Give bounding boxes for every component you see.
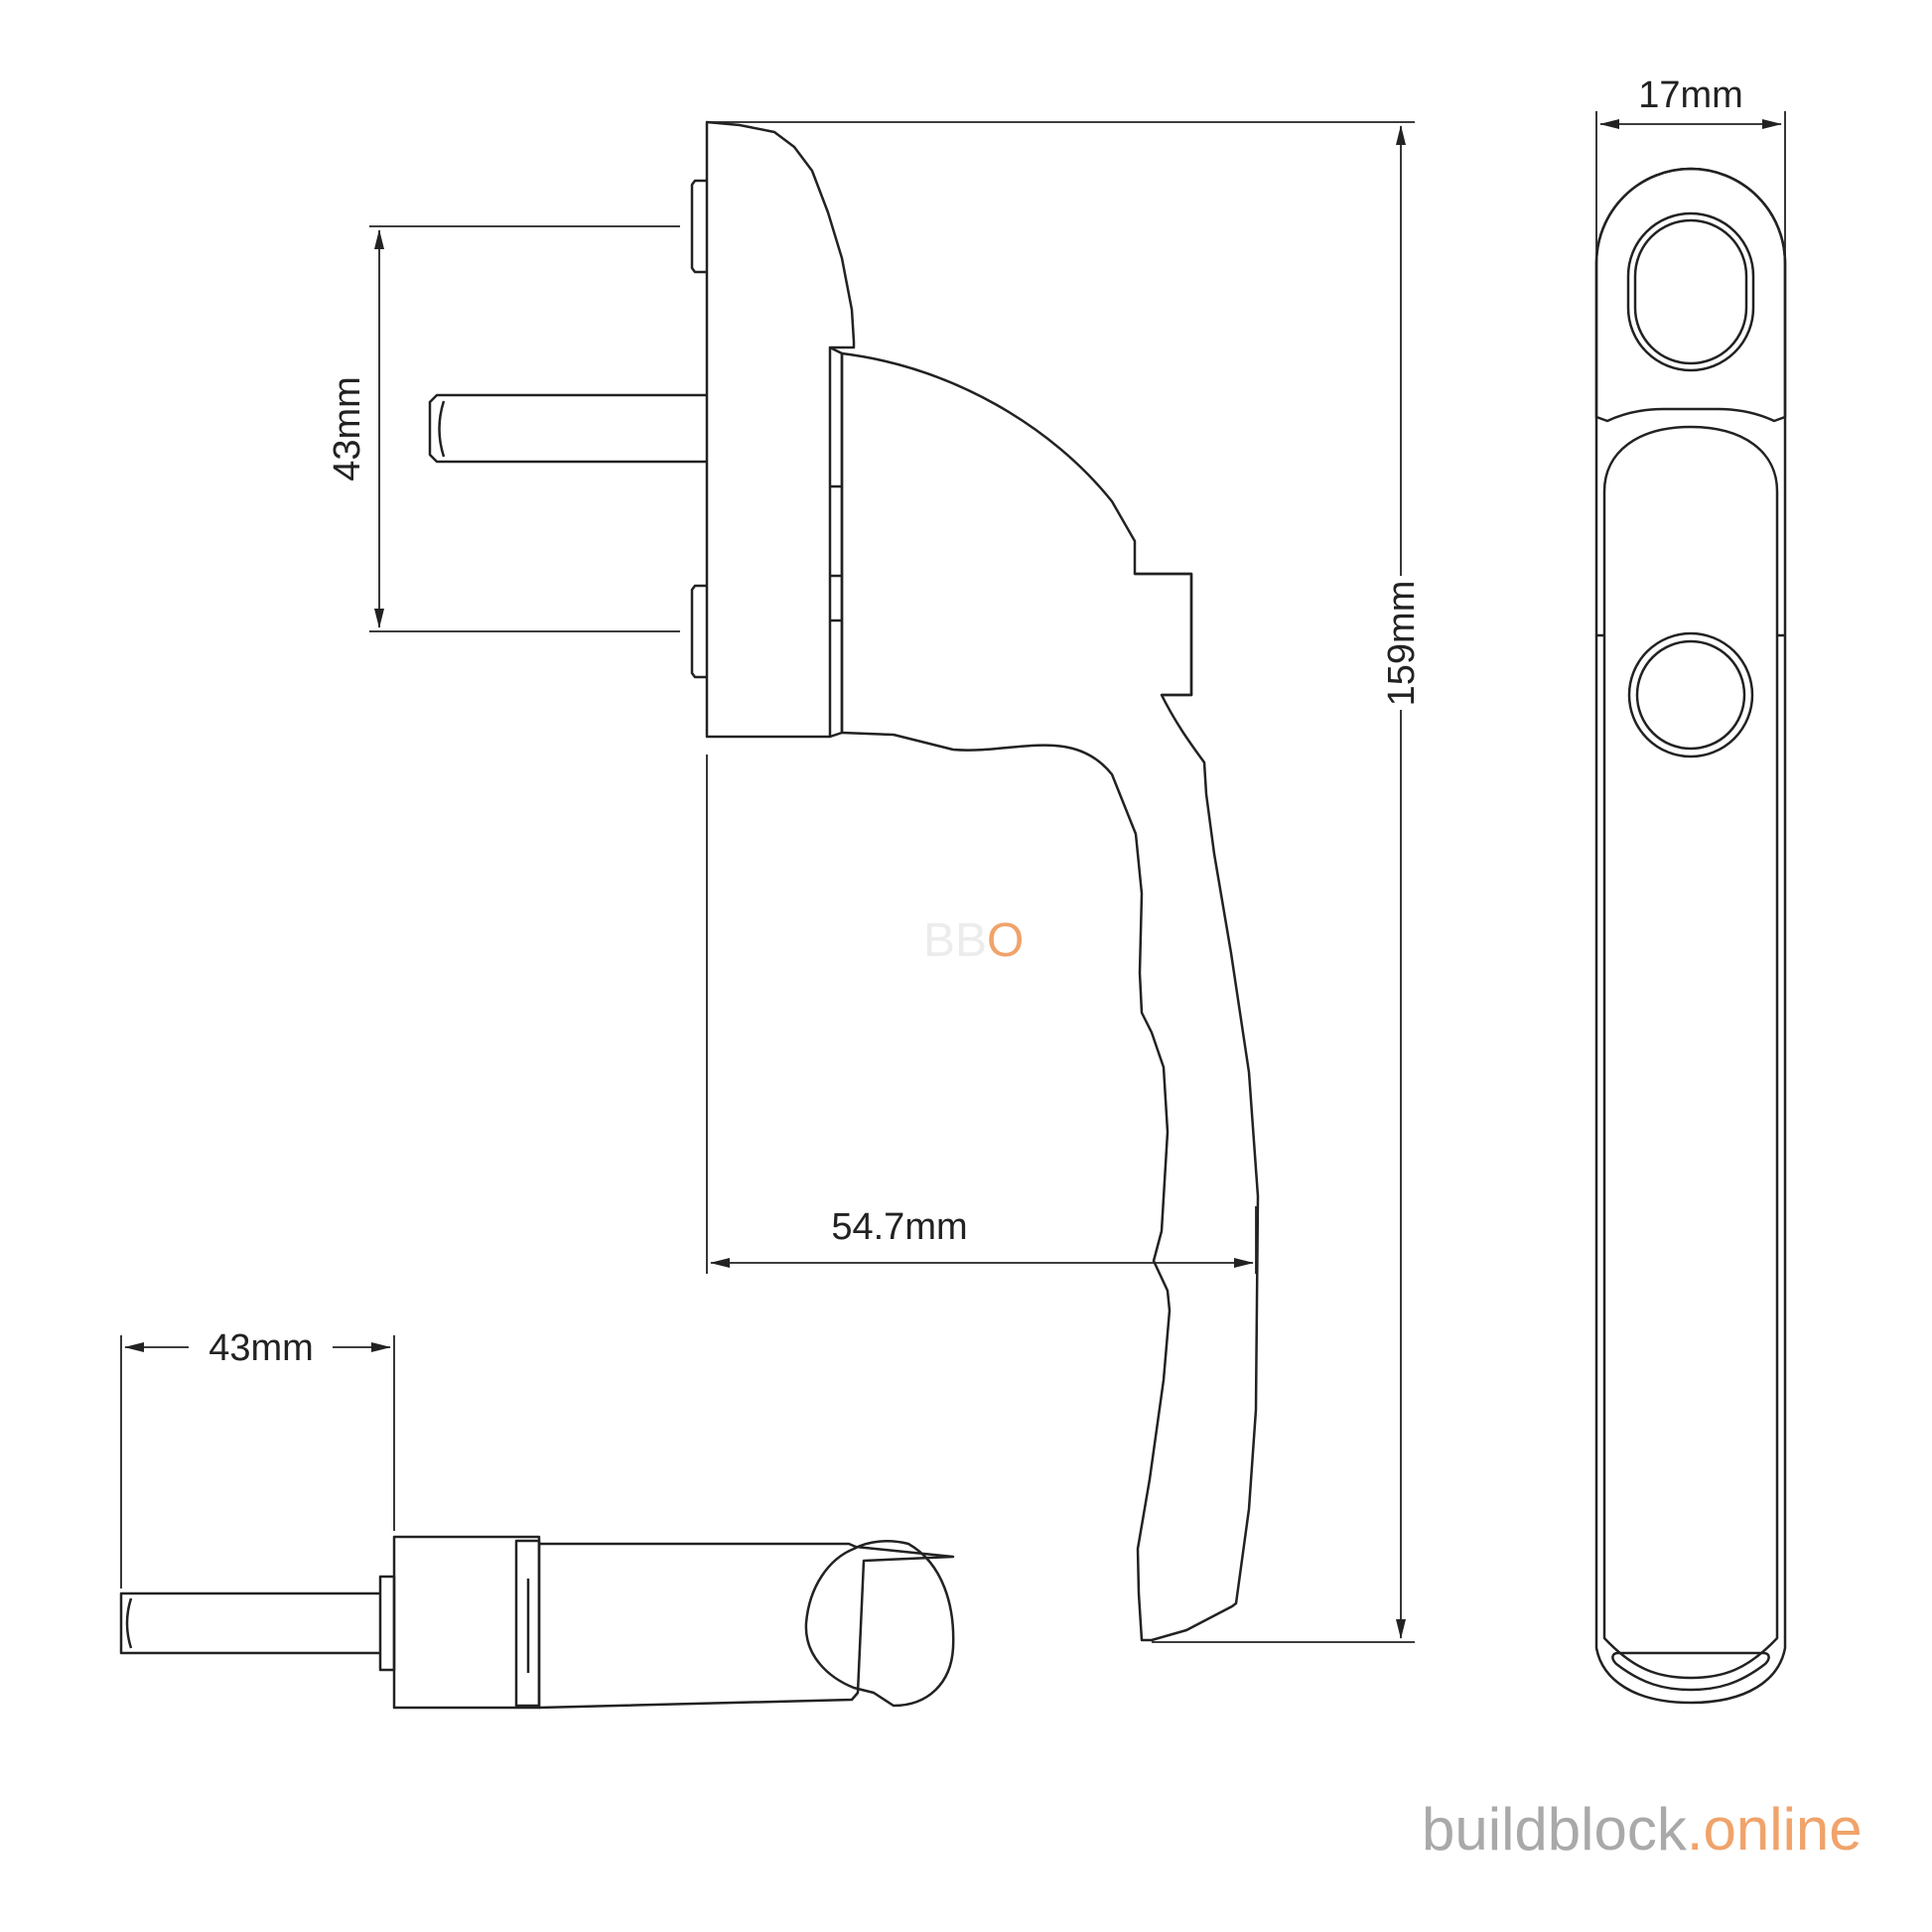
mount-tab-top [690, 179, 707, 274]
watermark-logo: BBO [923, 914, 1025, 967]
rose-ring [514, 1539, 541, 1708]
lever-joint [829, 345, 844, 739]
base-plate [705, 120, 856, 739]
front-top-housing [1594, 167, 1787, 423]
label-overall-height: 159mm [1381, 581, 1423, 707]
spindle-side [428, 393, 707, 464]
mount-tab-bottom [690, 584, 707, 679]
front-outline [1594, 167, 1787, 1705]
spindle-collar [378, 1575, 396, 1672]
spindle-bottom [119, 1591, 380, 1655]
lever-body [840, 351, 1260, 1642]
front-bottom-cap [1611, 1651, 1770, 1692]
front-lever-face [1602, 425, 1779, 1680]
label-projection: 54.7mm [831, 1206, 967, 1248]
keyhole-slot [1626, 211, 1755, 372]
stop-block [1135, 572, 1193, 697]
lock-button [1627, 631, 1754, 759]
lever-bottom [538, 1542, 955, 1710]
bottom-view [119, 1535, 955, 1710]
joint-tick [830, 484, 842, 622]
lock-button-inner [1635, 639, 1746, 751]
brand-logo[interactable]: buildblock.online [1422, 1795, 1863, 1863]
brand-suffix: .online [1686, 1796, 1863, 1863]
side-view [428, 120, 1260, 1642]
label-spindle-spacing-side: 43mm [327, 376, 368, 482]
label-spindle-length: 43mm [208, 1327, 314, 1369]
dimension-lines [120, 111, 1786, 1643]
brand-name: buildblock [1422, 1796, 1687, 1863]
keyhole-slot-inner [1633, 218, 1748, 365]
spindle-bottom-tip [125, 1597, 133, 1649]
front-view [1594, 167, 1787, 1705]
lever-head [804, 1540, 955, 1708]
label-width: 17mm [1638, 74, 1743, 116]
spindle-tip [438, 400, 446, 458]
